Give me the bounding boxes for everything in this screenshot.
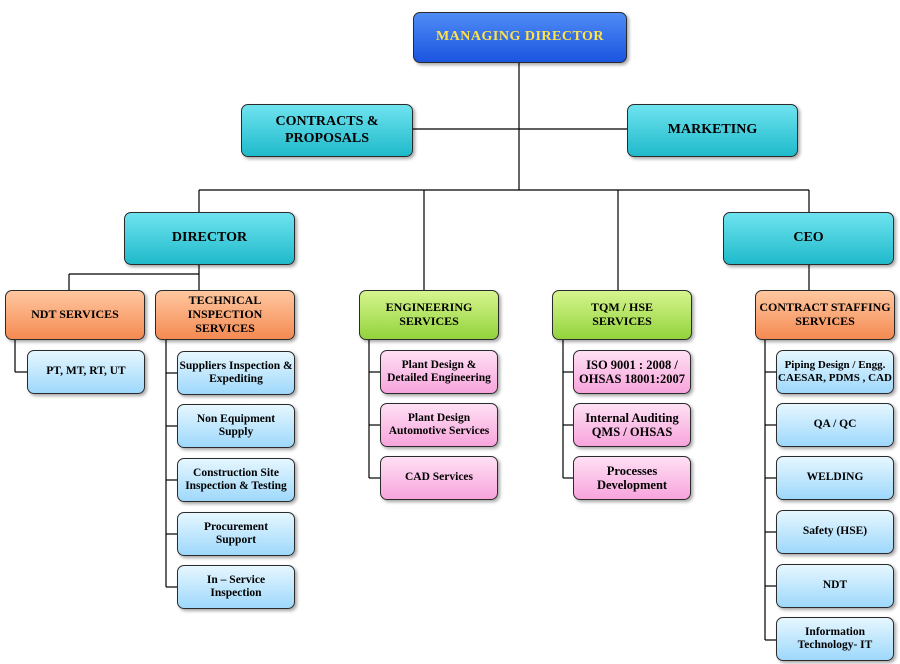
- contract-staffing-box: CONTRACT STAFFING SERVICES: [755, 290, 895, 340]
- staffing-child-label: Piping Design / Engg. CAESAR, PDMS , CAD: [778, 359, 892, 384]
- inspection-child-box: Construction Site Inspection & Testing: [177, 458, 295, 502]
- inspection-child-label: Construction Site Inspection & Testing: [185, 466, 287, 492]
- engineering-services-box: ENGINEERING SERVICES: [359, 290, 499, 340]
- staffing-child-label: Information Technology- IT: [797, 625, 873, 651]
- tqm-child-label: ISO 9001 : 2008 / OHSAS 18001:2007: [579, 357, 685, 386]
- director-box: DIRECTOR: [124, 212, 295, 265]
- staffing-child-box: QA / QC: [776, 403, 894, 447]
- tqm-child-box: ISO 9001 : 2008 / OHSAS 18001:2007: [573, 350, 691, 394]
- staffing-child-box: Safety (HSE): [776, 510, 894, 554]
- tqm-child-box: Processes Development: [573, 456, 691, 500]
- ndt-child-box: PT, MT, RT, UT: [27, 350, 145, 394]
- director-label: DIRECTOR: [171, 230, 248, 246]
- inspection-child-box: In – Service Inspection: [177, 565, 295, 609]
- contracts-proposals-box: CONTRACTS & PROPOSALS: [241, 104, 413, 157]
- ndt-services-box: NDT SERVICES: [5, 290, 145, 340]
- staffing-child-label: WELDING: [806, 471, 864, 484]
- inspection-child-label: Procurement Support: [203, 520, 269, 546]
- ndt-services-label: NDT SERVICES: [31, 307, 119, 322]
- technical-inspection-box: TECHNICAL INSPECTION SERVICES: [155, 290, 295, 340]
- inspection-child-label: Suppliers Inspection & Expediting: [179, 359, 293, 385]
- engineering-child-label: CAD Services: [404, 471, 474, 484]
- tqm-child-label: Processes Development: [596, 463, 668, 492]
- staffing-child-box: WELDING: [776, 456, 894, 500]
- staffing-child-label: NDT: [822, 579, 848, 592]
- staffing-child-box: Piping Design / Engg. CAESAR, PDMS , CAD: [776, 350, 894, 394]
- tqm-hse-label: TQM / HSE SERVICES: [590, 300, 653, 328]
- ceo-box: CEO: [723, 212, 894, 265]
- marketing-box: MARKETING: [627, 104, 798, 157]
- inspection-child-box: Suppliers Inspection & Expediting: [177, 351, 295, 395]
- managing-director-label: MANAGING DIRECTOR: [435, 29, 605, 45]
- tqm-child-box: Internal Auditing QMS / OHSAS: [573, 403, 691, 447]
- technical-inspection-label: TECHNICAL INSPECTION SERVICES: [187, 293, 263, 335]
- ceo-label: CEO: [793, 230, 824, 246]
- staffing-child-box: Information Technology- IT: [776, 617, 894, 661]
- engineering-child-box: CAD Services: [380, 456, 498, 500]
- tqm-hse-box: TQM / HSE SERVICES: [552, 290, 692, 340]
- inspection-child-box: Procurement Support: [177, 512, 295, 556]
- contract-staffing-label: CONTRACT STAFFING SERVICES: [759, 300, 891, 328]
- engineering-child-box: Plant Design & Detailed Engineering: [380, 350, 498, 394]
- inspection-child-label: In – Service Inspection: [206, 573, 266, 599]
- contracts-proposals-label: CONTRACTS & PROPOSALS: [275, 114, 379, 146]
- engineering-services-label: ENGINEERING SERVICES: [385, 300, 473, 328]
- staffing-child-box: NDT: [776, 564, 894, 608]
- inspection-child-box: Non Equipment Supply: [177, 404, 295, 448]
- engineering-child-box: Plant Design Automotive Services: [380, 403, 498, 447]
- tqm-child-label: Internal Auditing QMS / OHSAS: [585, 410, 679, 439]
- staffing-child-label: Safety (HSE): [802, 525, 868, 538]
- marketing-label: MARKETING: [667, 122, 758, 138]
- staffing-child-label: QA / QC: [813, 418, 857, 431]
- engineering-child-label: Plant Design & Detailed Engineering: [387, 358, 491, 384]
- inspection-child-label: Non Equipment Supply: [196, 412, 276, 438]
- ndt-child-label: PT, MT, RT, UT: [46, 365, 126, 378]
- managing-director-box: MANAGING DIRECTOR: [413, 12, 627, 63]
- engineering-child-label: Plant Design Automotive Services: [388, 411, 490, 437]
